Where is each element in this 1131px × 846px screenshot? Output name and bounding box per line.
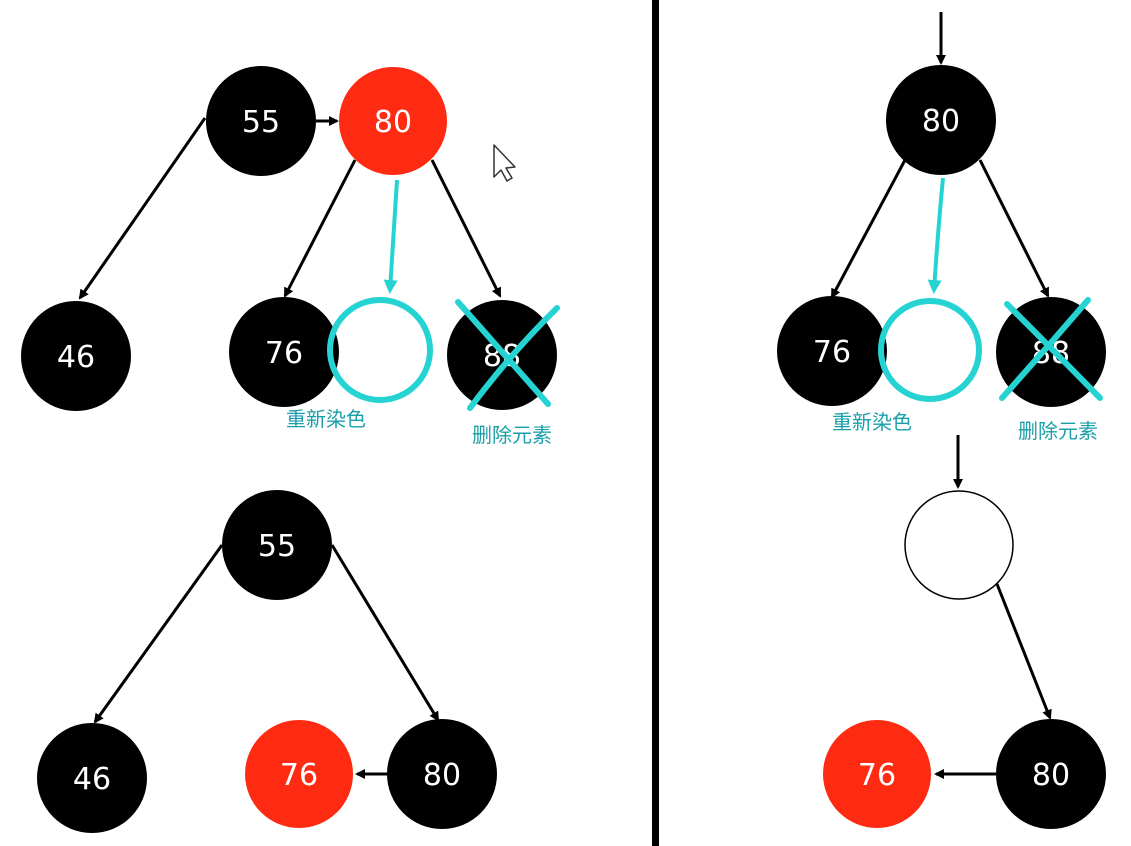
- delete-cross-icon: [455, 299, 560, 411]
- recolor-label: 重新染色: [832, 410, 912, 434]
- svg-text:76: 76: [813, 335, 851, 370]
- svg-text:76: 76: [280, 758, 318, 793]
- svg-text:76: 76: [858, 758, 896, 793]
- node-55: 55: [222, 490, 332, 600]
- node-80: 80: [996, 719, 1106, 829]
- node-76: 76: [777, 296, 887, 406]
- edge-55-80: [330, 544, 440, 722]
- node-55: 55: [206, 66, 316, 176]
- edge-80-88: [978, 159, 1050, 298]
- node-76-red: 76: [823, 720, 931, 828]
- edge-80-76: [830, 159, 907, 299]
- recolor-target-circle: [878, 298, 982, 402]
- svg-text:80: 80: [1032, 758, 1070, 793]
- delete-label: 删除元素: [1018, 419, 1098, 443]
- edge-empty-80: [995, 583, 1052, 720]
- delete-cross-icon: [999, 297, 1103, 401]
- empty-node: [904, 490, 1014, 600]
- panel-divider: [652, 0, 659, 846]
- svg-text:55: 55: [258, 529, 296, 564]
- node-76-red: 76: [245, 720, 353, 828]
- svg-text:80: 80: [423, 758, 461, 793]
- node-80: 80: [387, 719, 497, 829]
- svg-text:76: 76: [265, 336, 303, 371]
- svg-text:46: 46: [57, 340, 95, 375]
- node-46: 46: [37, 723, 147, 833]
- recolor-target-circle: [327, 297, 433, 403]
- left-bottom-panel: 55 46 76 80: [37, 490, 497, 833]
- node-80: 80: [886, 65, 996, 175]
- edge-80-76: [283, 159, 357, 298]
- node-80-red: 80: [339, 67, 447, 175]
- edge-55-46: [93, 544, 224, 724]
- svg-text:80: 80: [374, 105, 412, 140]
- node-46: 46: [21, 301, 131, 411]
- svg-text:55: 55: [242, 105, 280, 140]
- delete-label: 删除元素: [472, 423, 552, 447]
- right-top-panel: 80 76 88 重新染色 删除元素: [777, 12, 1106, 443]
- mouse-cursor-icon: [493, 144, 516, 182]
- node-76: 76: [229, 297, 339, 407]
- recolor-label: 重新染色: [286, 407, 366, 431]
- svg-text:80: 80: [922, 104, 960, 139]
- left-top-panel: 55 80 46 76 88 重新染色 删除元素: [21, 66, 560, 447]
- edge-55-46: [78, 117, 207, 300]
- recolor-arrow: [383, 179, 399, 294]
- right-bottom-panel: 76 80: [823, 435, 1106, 829]
- recolor-arrow: [927, 177, 945, 294]
- svg-text:46: 46: [73, 762, 111, 797]
- edge-80-88: [430, 159, 502, 298]
